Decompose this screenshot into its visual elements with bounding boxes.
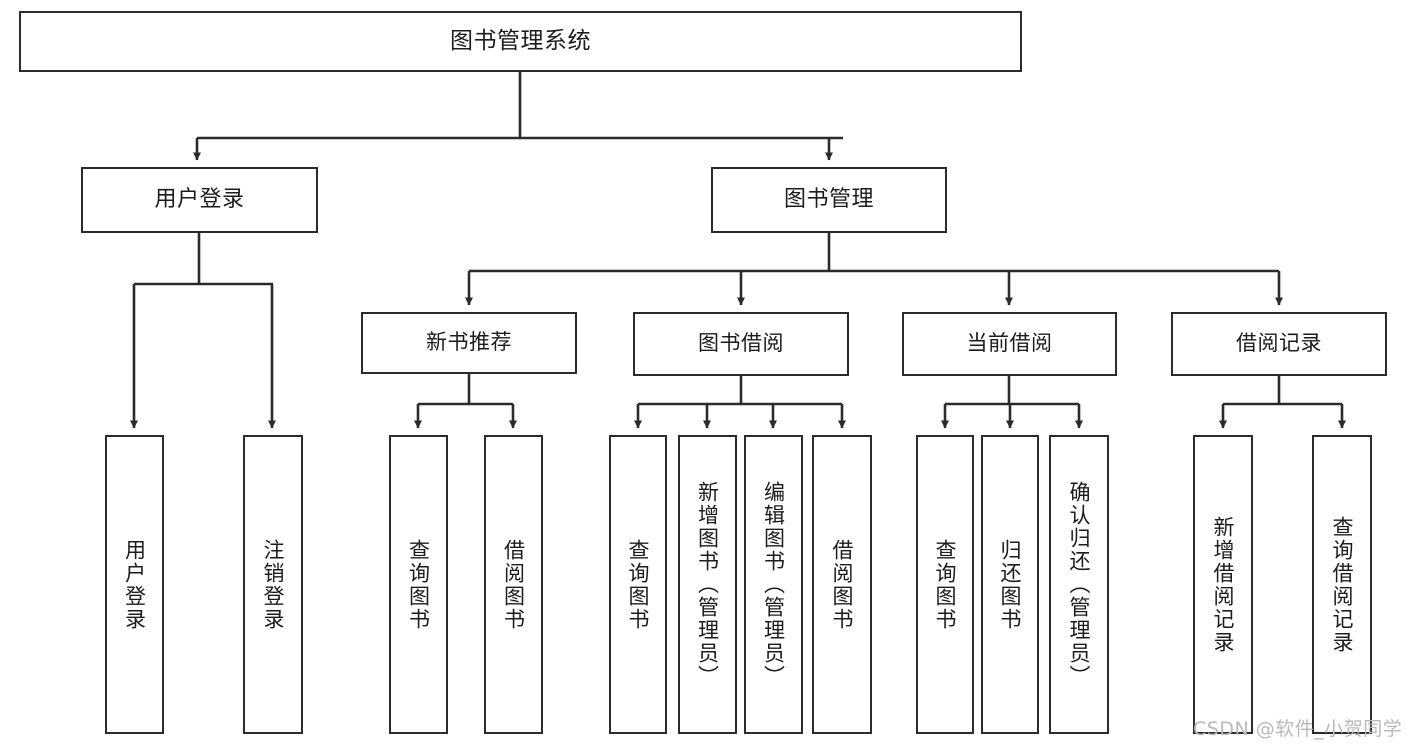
node-leaf-borrow-book-rec-label: 借阅图书 xyxy=(501,538,526,631)
node-leaf-query-book-rec-label: 查询图书 xyxy=(406,538,431,631)
node-current-borrow[interactable]: 当前借阅 xyxy=(902,312,1117,376)
node-leaf-add-book-label: 新增图书（管理员） xyxy=(695,481,720,688)
node-leaf-query-record-label: 查询借阅记录 xyxy=(1330,515,1355,654)
node-borrow-record-label: 借阅记录 xyxy=(1236,331,1322,356)
node-borrow-record[interactable]: 借阅记录 xyxy=(1171,312,1387,376)
node-leaf-query-book-label: 查询图书 xyxy=(626,538,651,631)
node-leaf-user-login[interactable]: 用户登录 xyxy=(105,435,164,734)
node-leaf-borrow-book[interactable]: 借阅图书 xyxy=(812,435,872,734)
node-user-login-label: 用户登录 xyxy=(154,186,245,212)
node-book-manage[interactable]: 图书管理 xyxy=(711,167,947,233)
watermark: CSDN @软件_小贺同学 xyxy=(1193,718,1403,740)
node-book-borrow-label: 图书借阅 xyxy=(698,331,784,356)
node-new-book-rec-label: 新书推荐 xyxy=(426,330,512,355)
node-leaf-borrow-book-rec[interactable]: 借阅图书 xyxy=(484,435,543,734)
node-leaf-add-record-label: 新增借阅记录 xyxy=(1211,515,1236,654)
node-leaf-return-book[interactable]: 归还图书 xyxy=(981,435,1039,734)
node-leaf-borrow-book-label: 借阅图书 xyxy=(830,538,855,631)
node-current-borrow-label: 当前借阅 xyxy=(966,331,1053,356)
node-book-manage-label: 图书管理 xyxy=(783,186,874,212)
node-leaf-add-book[interactable]: 新增图书（管理员） xyxy=(678,435,737,734)
node-leaf-return-book-label: 归还图书 xyxy=(998,538,1023,631)
node-new-book-rec[interactable]: 新书推荐 xyxy=(361,312,577,374)
node-leaf-add-record[interactable]: 新增借阅记录 xyxy=(1193,435,1253,734)
node-leaf-logout[interactable]: 注销登录 xyxy=(243,435,303,734)
node-leaf-confirm-return[interactable]: 确认归还（管理员） xyxy=(1049,435,1109,734)
node-user-login[interactable]: 用户登录 xyxy=(81,167,318,233)
node-leaf-edit-book[interactable]: 编辑图书（管理员） xyxy=(744,435,803,734)
node-leaf-query-book[interactable]: 查询图书 xyxy=(609,435,667,734)
node-leaf-edit-book-label: 编辑图书（管理员） xyxy=(761,481,786,688)
node-leaf-query-book-rec[interactable]: 查询图书 xyxy=(389,435,448,734)
node-leaf-query-book-cur[interactable]: 查询图书 xyxy=(916,435,974,734)
node-root-label: 图书管理系统 xyxy=(450,27,591,54)
node-leaf-user-login-label: 用户登录 xyxy=(122,538,147,631)
node-leaf-confirm-return-label: 确认归还（管理员） xyxy=(1067,481,1092,688)
node-leaf-query-record[interactable]: 查询借阅记录 xyxy=(1312,435,1372,734)
node-book-borrow[interactable]: 图书借阅 xyxy=(633,312,849,376)
node-root[interactable]: 图书管理系统 xyxy=(19,11,1022,72)
node-leaf-logout-label: 注销登录 xyxy=(261,538,286,631)
node-leaf-query-book-cur-label: 查询图书 xyxy=(933,538,958,631)
